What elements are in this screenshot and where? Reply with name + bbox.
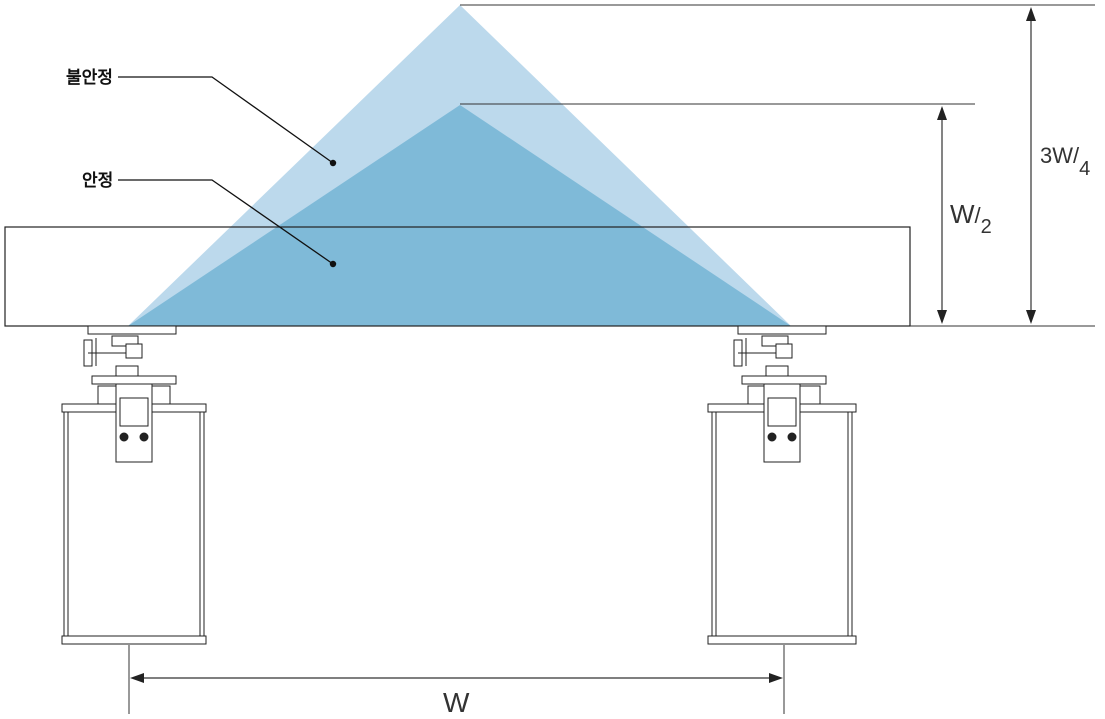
stable-leader: [118, 179, 334, 265]
load-box: [4, 226, 911, 327]
three-quarter-width-sub: 4: [1079, 158, 1090, 180]
width-dimension: W: [128, 645, 785, 718]
stable-label: 안정: [82, 171, 113, 191]
right-lifting-unit: [707, 325, 857, 645]
unstable-leader: [118, 76, 334, 164]
svg-text:3W/4: 3W/4: [1040, 143, 1090, 180]
three-quarter-width-dimension: 3W/4: [1026, 7, 1090, 324]
unstable-leader-dot: [329, 159, 337, 167]
stable-leader-dot: [329, 260, 337, 268]
stable-zone: [128, 105, 791, 326]
three-quarter-width-main: 3W: [1040, 143, 1073, 168]
half-width-sub: 2: [981, 216, 992, 238]
left-lifting-unit: [61, 325, 207, 645]
half-width-main: W: [950, 199, 975, 229]
unstable-label: 불안정: [66, 68, 113, 88]
half-width-dimension: W/2: [937, 106, 992, 324]
svg-text:W/2: W/2: [950, 199, 992, 238]
width-label: W: [443, 687, 470, 718]
